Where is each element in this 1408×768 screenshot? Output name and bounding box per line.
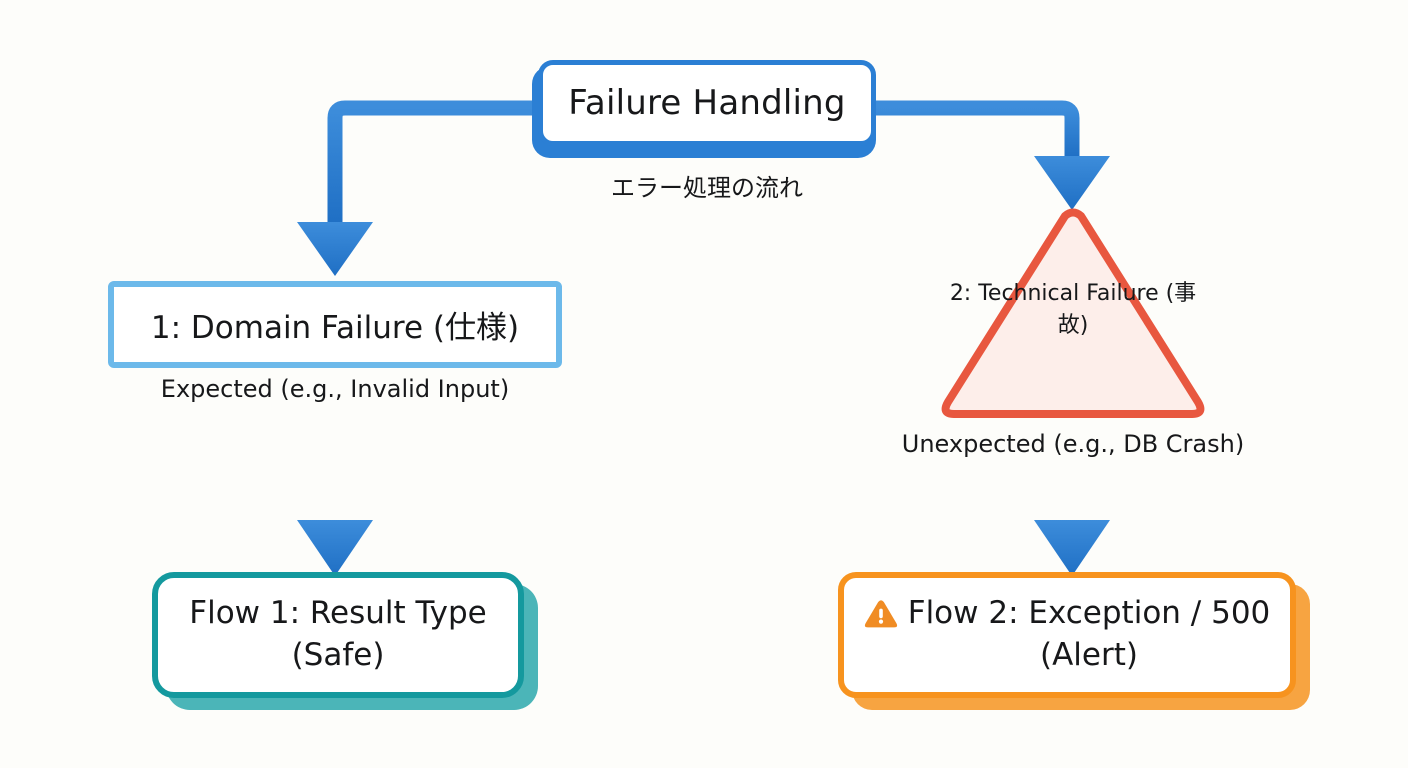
node-technical-failure[interactable]: 2: Technical Failure (事故) — [936, 206, 1210, 420]
node-failure-handling[interactable]: Failure Handling — [538, 60, 876, 146]
node-flow1-result-type[interactable]: Flow 1: Result Type (Safe) — [152, 572, 524, 698]
node-flow2-label: Flow 2: Exception / 500 (Alert) — [907, 595, 1271, 673]
edge-domain-failure-to-flow1 — [297, 423, 373, 576]
edge-root-to-technical-failure — [876, 100, 1110, 210]
edge-technical-failure-to-flow2 — [1034, 477, 1110, 576]
node-technical-failure-label: 2: Technical Failure (事故) — [949, 281, 1197, 338]
node-domain-failure[interactable]: 1: Domain Failure (仕様) — [108, 281, 562, 368]
node-failure-handling-label: Failure Handling — [568, 83, 846, 123]
node-flow1-label: Flow 1: Result Type (Safe) — [189, 595, 487, 673]
warning-icon — [864, 600, 897, 628]
edge-root-to-domain-failure — [297, 100, 538, 276]
triangle-shape — [941, 208, 1205, 418]
caption-failure-handling: エラー処理の流れ — [611, 174, 803, 202]
node-domain-failure-label: 1: Domain Failure (仕様) — [150, 310, 520, 346]
caption-domain-failure: Expected (e.g., Invalid Input) — [160, 375, 510, 403]
caption-technical-failure: Unexpected (e.g., DB Crash) — [901, 430, 1245, 458]
node-flow2-exception[interactable]: Flow 2: Exception / 500 (Alert) — [838, 572, 1296, 698]
